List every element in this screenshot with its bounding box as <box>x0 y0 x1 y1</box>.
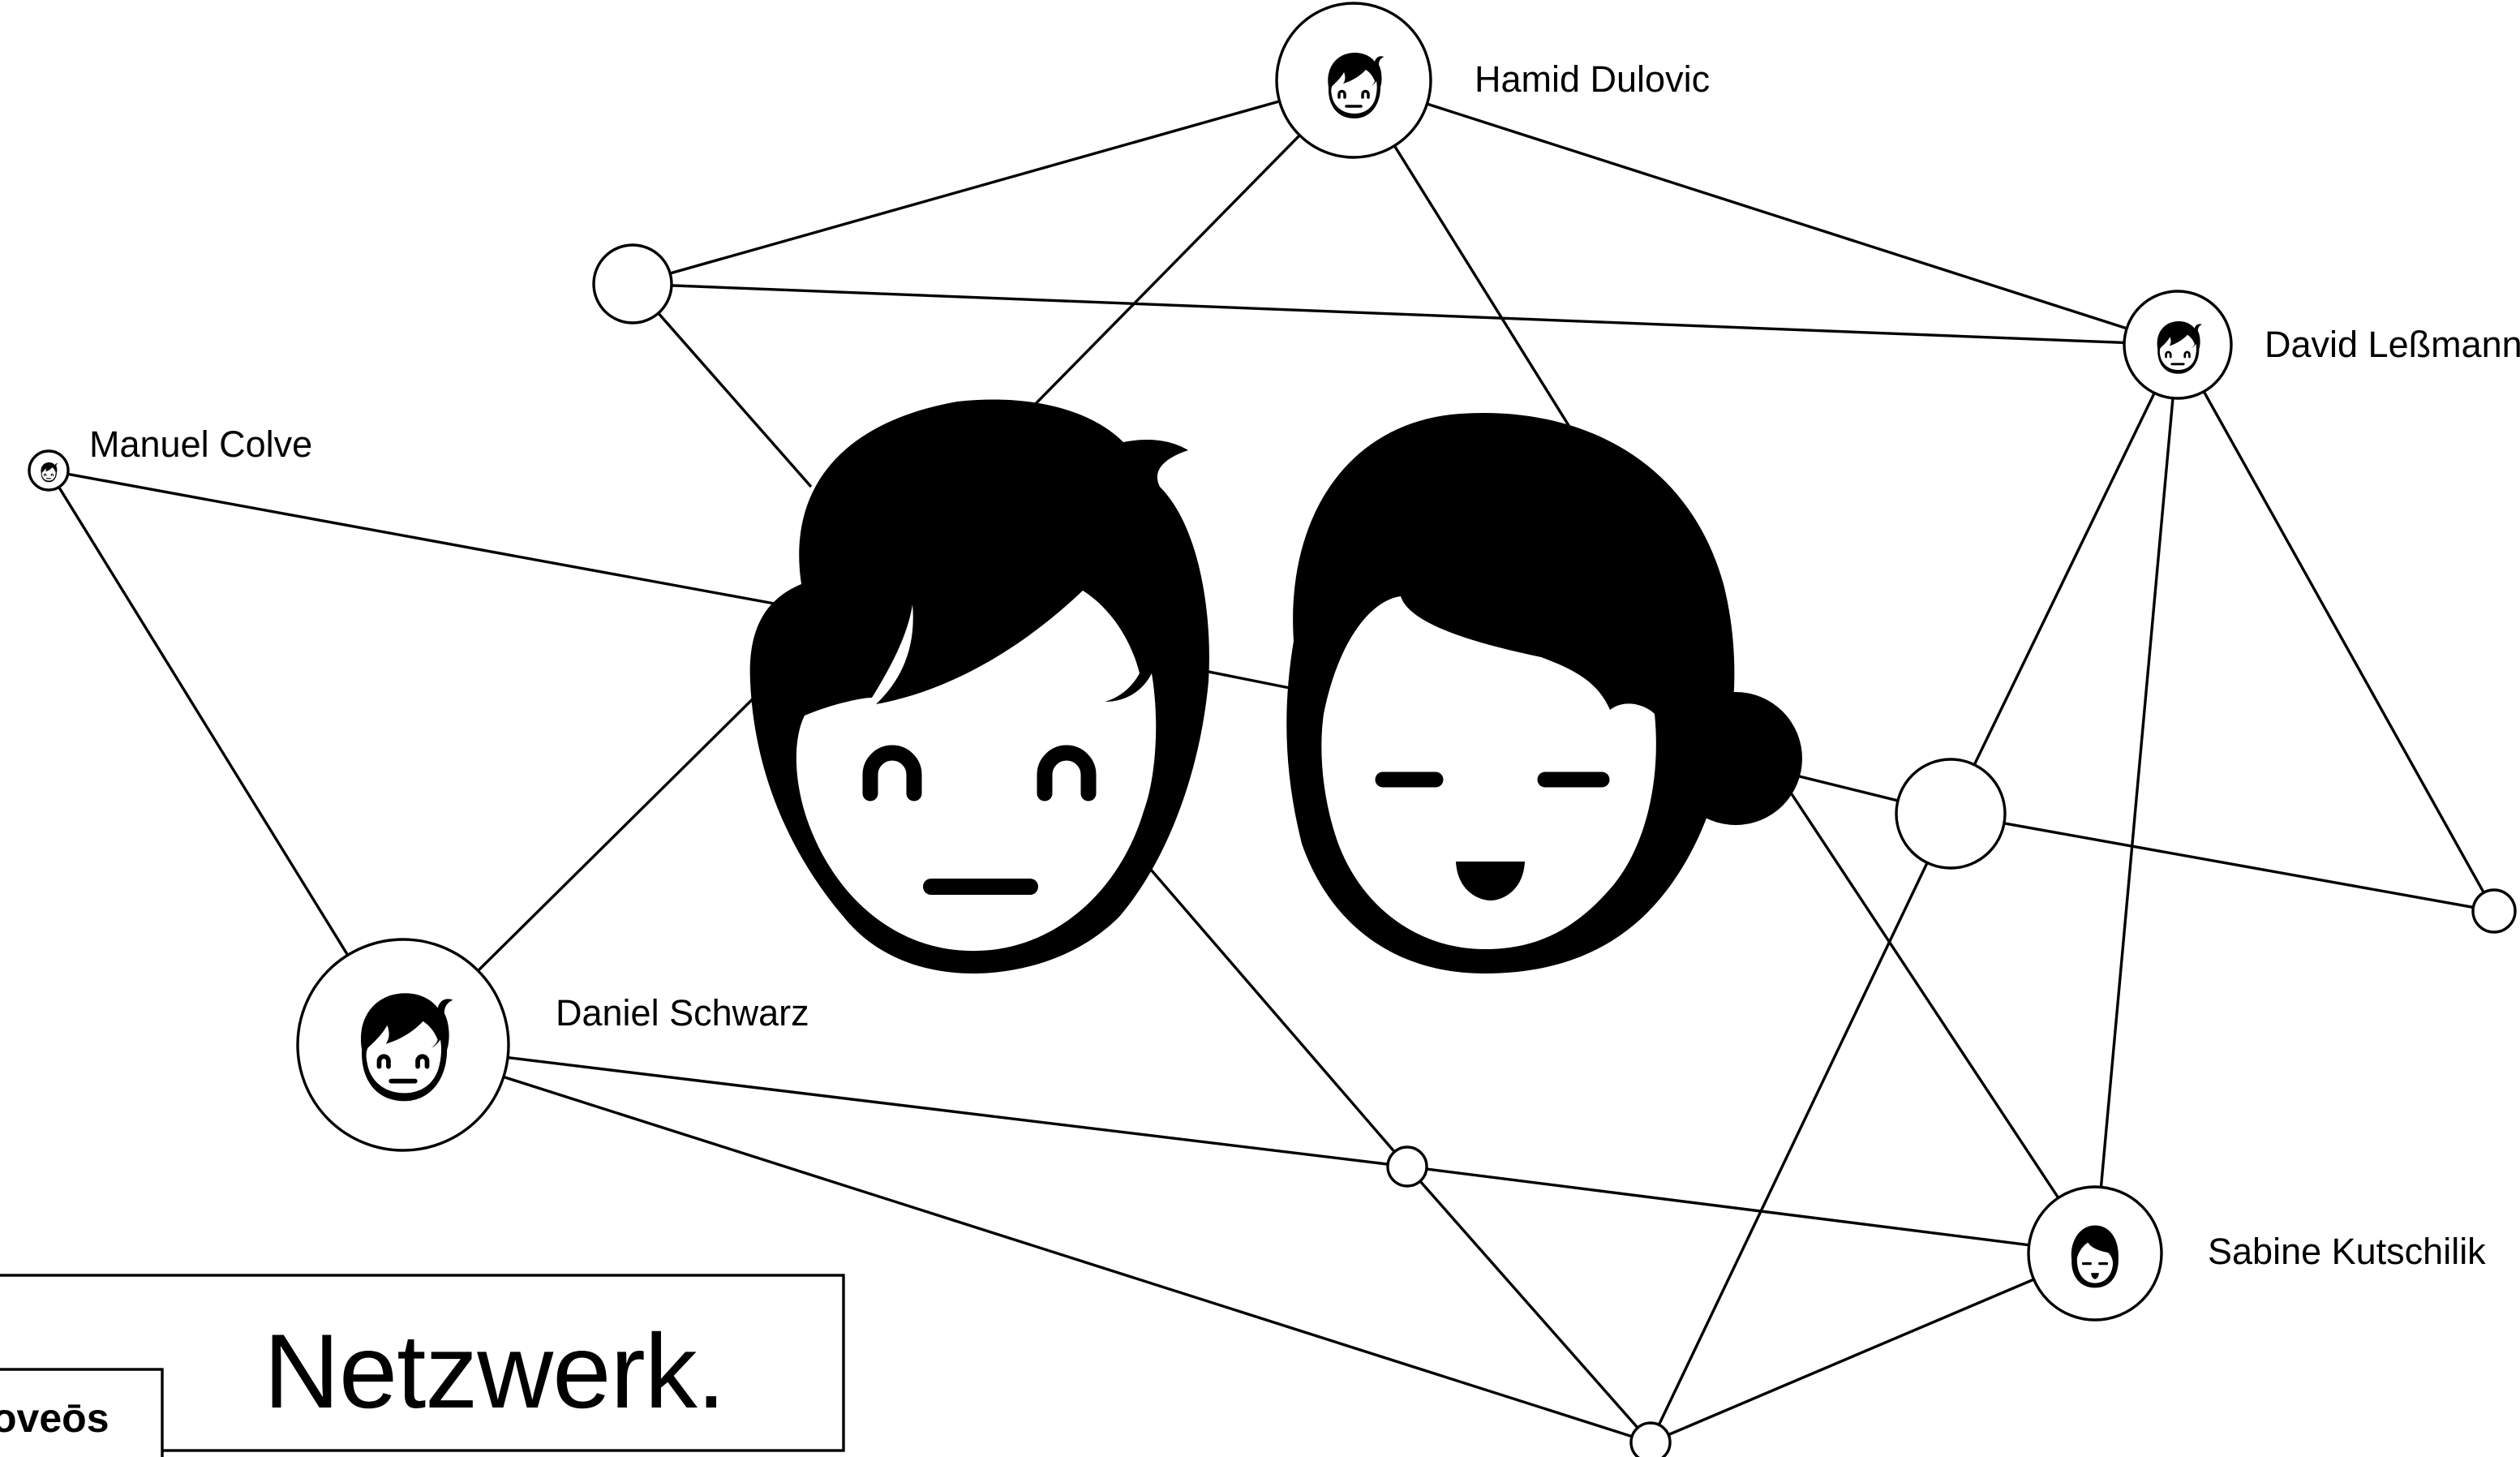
edge <box>1650 1252 2096 1444</box>
network-node <box>1386 1145 1428 1188</box>
edge <box>1775 770 2097 1254</box>
edge <box>1406 1165 1652 1444</box>
edge <box>1134 850 1409 1168</box>
edge <box>402 1043 1651 1444</box>
edge <box>47 470 405 1046</box>
edge <box>48 469 779 606</box>
network-node <box>1895 758 2007 870</box>
person-name-label: Sabine Kutschilik <box>2208 1231 2486 1272</box>
female-face-icon <box>1286 412 1802 973</box>
empty-nodes <box>592 243 2517 1457</box>
person-name-label: Manuel Colve <box>89 423 312 465</box>
person-name-label: Daniel Schwarz <box>556 992 809 1034</box>
network-node <box>592 243 673 324</box>
edge <box>632 79 1354 286</box>
edge <box>402 1043 1408 1168</box>
edge <box>631 282 813 488</box>
edge <box>632 282 2179 346</box>
person-node-sabine <box>2027 1185 2163 1322</box>
edge <box>2176 344 2496 912</box>
page-title: Netzwerk. <box>264 1312 725 1430</box>
logo: oveōs <box>0 1368 164 1457</box>
person-name-label: Hamid Dulovic <box>1475 58 1710 100</box>
network-node <box>2471 888 2517 934</box>
edge <box>1012 79 1355 428</box>
female-avatar-icon <box>2071 1226 2119 1288</box>
person-name-label: David Leßmann <box>2265 324 2520 365</box>
edge <box>1353 79 2179 346</box>
edge <box>1949 344 2179 814</box>
edge <box>1406 1165 2096 1255</box>
edge <box>1649 813 1952 1443</box>
person-node-daniel <box>296 938 510 1152</box>
edge <box>1950 812 2495 913</box>
network-node <box>1629 1421 1672 1457</box>
person-node-manuel <box>28 449 70 492</box>
male-face-icon <box>749 399 1209 973</box>
edge <box>2093 344 2179 1254</box>
logo-text: oveōs <box>0 1395 109 1441</box>
person-node-david <box>2123 290 2233 400</box>
person-node-hamid <box>1275 2 1432 159</box>
